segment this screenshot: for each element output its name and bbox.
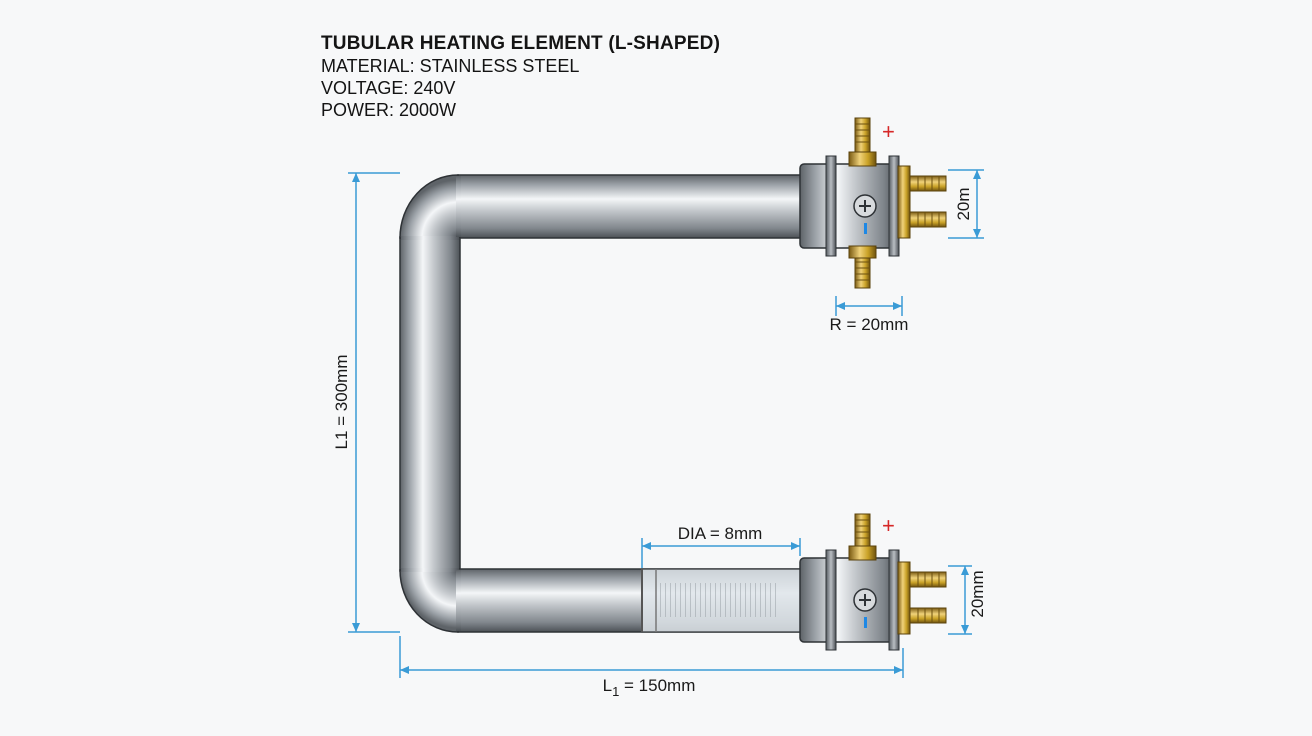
tube-top-segment <box>457 174 804 239</box>
power-label: POWER: 2000W <box>321 100 457 120</box>
negative-terminal-bottom <box>864 617 867 628</box>
tube-vertical-segment <box>399 236 461 572</box>
positive-terminal-bottom: + <box>882 513 895 538</box>
radius-dimension-label: R = 20mm <box>830 315 909 334</box>
tube-bottom-bend <box>399 569 459 633</box>
tube-top-bend <box>399 174 459 239</box>
terminal-block-top <box>799 117 947 289</box>
terminal-block-bottom <box>799 513 947 651</box>
width-dimension-label: L1 = 150mm <box>603 676 696 699</box>
diameter-dimension-label: DIA = 8mm <box>678 524 763 543</box>
positive-terminal-top: + <box>882 119 895 144</box>
voltage-label: VOLTAGE: 240V <box>321 78 456 98</box>
top-terminal-dimension-label: 20m <box>954 187 973 220</box>
height-dimension-label: L1 = 300mm <box>332 355 351 450</box>
diagram-title: TUBULAR HEATING ELEMENT (L-SHAPED) <box>321 33 721 54</box>
dimension-lines <box>348 169 984 678</box>
coil-section <box>641 568 803 633</box>
negative-terminal-top <box>864 223 867 234</box>
material-label: MATERIAL: STAINLESS STEEL <box>321 56 580 76</box>
bottom-terminal-dimension-label: 20mm <box>968 570 987 617</box>
